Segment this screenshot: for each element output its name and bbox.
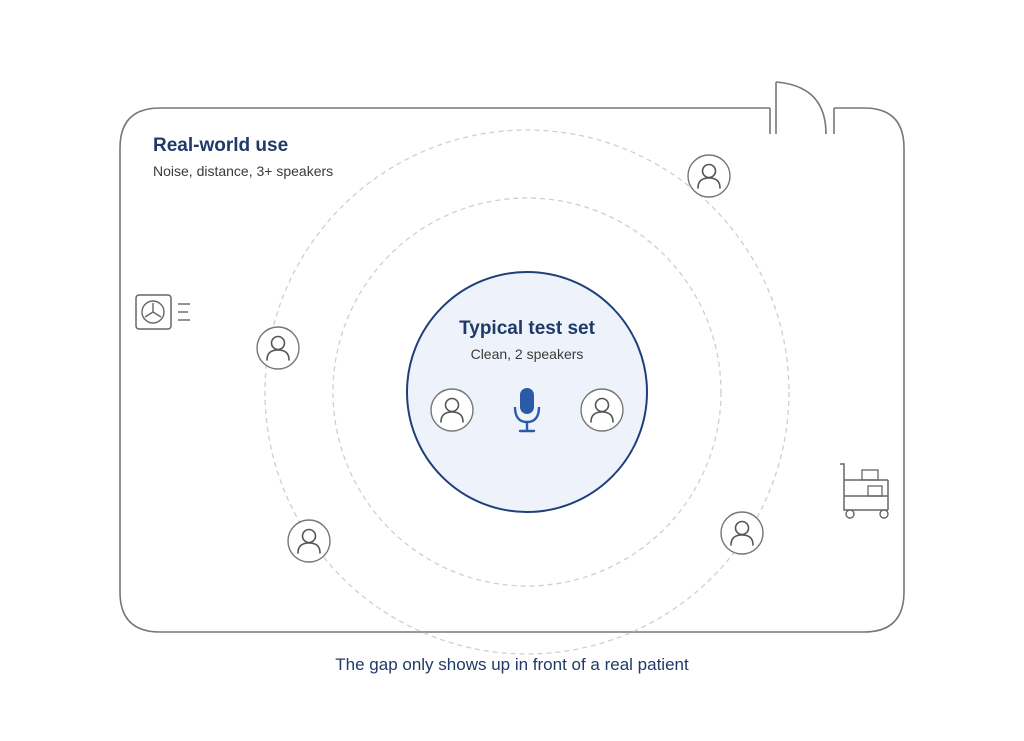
person-icon [430, 388, 474, 432]
real-world-subtitle: Noise, distance, 3+ speakers [153, 163, 334, 179]
test-set-subtitle: Clean, 2 speakers [470, 346, 584, 362]
person-icon [687, 154, 731, 198]
cart-icon [840, 463, 889, 519]
microphone-icon [513, 388, 541, 433]
room-outline [119, 107, 905, 633]
fan-icon [135, 294, 190, 330]
test-set-title: Typical test set [459, 318, 595, 339]
middle-range-ring [332, 197, 722, 587]
outer-range-ring [264, 129, 790, 655]
diagram-caption: The gap only shows up in front of a real… [335, 655, 689, 674]
person-icon [720, 511, 764, 555]
person-icon [287, 519, 331, 563]
door-icon [769, 81, 835, 135]
real-world-title: Real-world use [153, 135, 289, 156]
person-icon [580, 388, 624, 432]
person-icon [256, 326, 300, 370]
